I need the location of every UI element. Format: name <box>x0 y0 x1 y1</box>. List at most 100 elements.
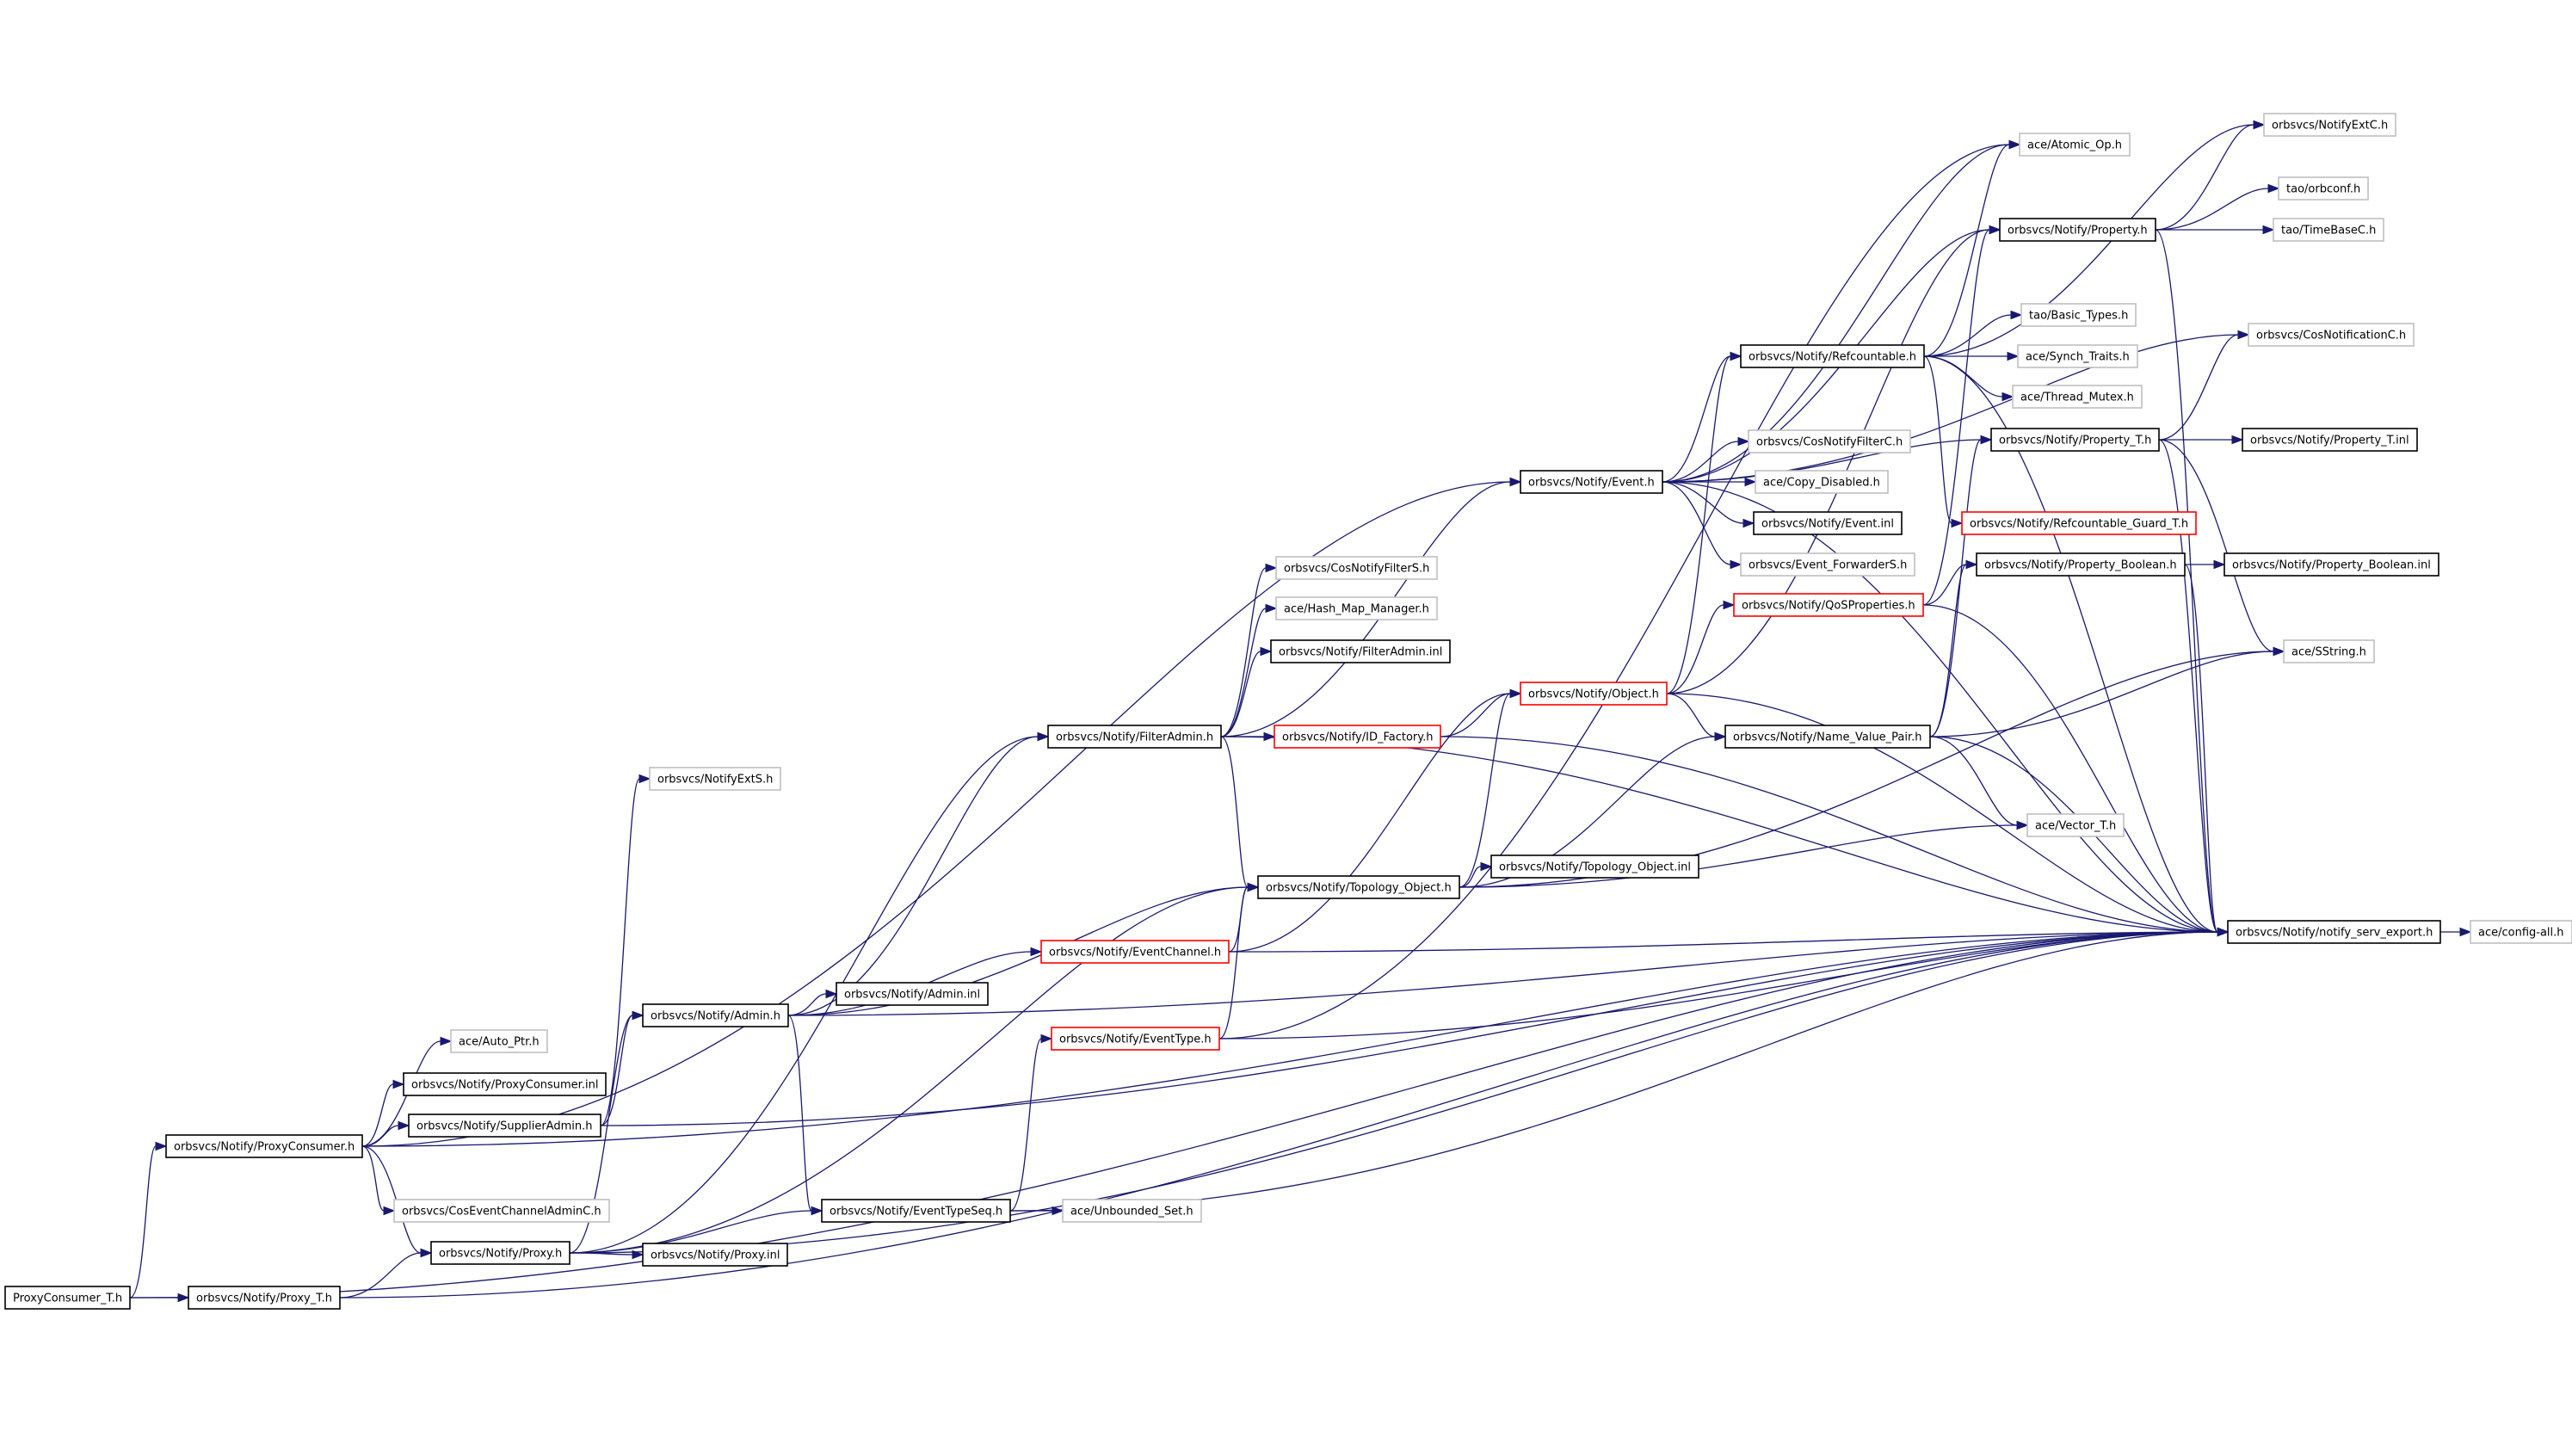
node-n5[interactable]: orbsvcs/Notify/ProxyConsumer.inl <box>403 1072 607 1096</box>
arrowhead <box>638 774 651 784</box>
arrowhead <box>1265 563 1278 573</box>
node-n49[interactable]: ace/config-all.h <box>2470 920 2572 944</box>
node-n45[interactable]: orbsvcs/CosNotificationC.h <box>2248 323 2415 347</box>
arrowhead <box>1265 603 1278 614</box>
node-box <box>2026 813 2125 837</box>
node-n19[interactable]: ace/Unbounded_Set.h <box>1062 1199 1202 1223</box>
edge-n1-n6 <box>361 1125 399 1147</box>
arrowhead <box>1980 435 1993 445</box>
arrowhead <box>1737 436 1750 447</box>
node-box <box>1990 428 2160 452</box>
arrowhead <box>1509 688 1522 699</box>
node-n26[interactable]: orbsvcs/Notify/QoSProperties.h <box>1733 593 1924 617</box>
node-box <box>430 1241 571 1265</box>
node-box <box>1748 429 1911 453</box>
node-n34[interactable]: orbsvcs/Notify/Property.h <box>1999 218 2156 242</box>
node-n23[interactable]: orbsvcs/Notify/ID_Factory.h <box>1274 725 1441 749</box>
node-n17[interactable]: orbsvcs/Notify/FilterAdmin.h <box>1047 725 1222 749</box>
node-n14[interactable]: orbsvcs/Notify/Admin.inl <box>836 982 989 1006</box>
node-n43[interactable]: tao/orbconf.h <box>2278 176 2369 201</box>
node-n46[interactable]: orbsvcs/Notify/Property_T.inl <box>2242 428 2418 452</box>
arrowhead <box>2217 927 2230 937</box>
node-n24[interactable]: orbsvcs/Notify/Object.h <box>1520 682 1668 706</box>
node-box <box>1270 639 1451 663</box>
node-box <box>1740 344 1925 368</box>
node-n0[interactable]: ProxyConsumer_T.h <box>4 1286 131 1310</box>
node-n8[interactable]: orbsvcs/Notify/Proxy.h <box>430 1241 571 1265</box>
node-n33[interactable]: ace/Atomic_Op.h <box>2019 133 2131 157</box>
node-n38[interactable]: orbsvcs/Notify/Property_T.h <box>1990 428 2160 452</box>
node-box <box>2278 176 2369 201</box>
node-n1[interactable]: orbsvcs/Notify/ProxyConsumer.h <box>165 1134 363 1158</box>
arrowhead <box>2010 310 2023 320</box>
node-n18[interactable]: orbsvcs/Notify/Topology_Object.h <box>1257 875 1460 899</box>
edge-n28-n3 <box>1923 355 2218 933</box>
arrowhead <box>2016 820 2029 830</box>
node-n7[interactable]: orbsvcs/CosEventChannelAdminC.h <box>393 1199 610 1223</box>
node-label: orbsvcs/Notify/ProxyConsumer.inl <box>411 1079 598 1092</box>
edge-n9-n33 <box>1662 144 2010 483</box>
edge-n23-n3 <box>1440 736 2218 933</box>
node-n37[interactable]: ace/Thread_Mutex.h <box>2012 385 2143 409</box>
node-n11[interactable]: orbsvcs/Notify/Admin.h <box>642 1003 789 1027</box>
edge-n11-n3 <box>787 931 2218 1016</box>
node-n4[interactable]: ace/Auto_Ptr.h <box>450 1029 548 1053</box>
node-n39[interactable]: orbsvcs/Notify/Refcountable_Guard_T.h <box>1961 511 2197 535</box>
node-box <box>2283 639 2375 663</box>
node-n22[interactable]: orbsvcs/Notify/FilterAdmin.inl <box>1270 639 1451 663</box>
edge-n18-n41 <box>1459 824 2018 888</box>
edge-n17-n20 <box>1220 567 1267 737</box>
node-n9[interactable]: orbsvcs/Notify/Event.h <box>1520 470 1663 494</box>
node-n42[interactable]: orbsvcs/NotifyExtC.h <box>2263 113 2396 137</box>
node-n21[interactable]: ace/Hash_Map_Manager.h <box>1275 596 1438 620</box>
node-n12[interactable]: orbsvcs/Notify/Proxy.inl <box>642 1243 788 1267</box>
node-n6[interactable]: orbsvcs/Notify/SupplierAdmin.h <box>408 1114 601 1138</box>
edge-n23-n24 <box>1440 693 1511 737</box>
node-n41[interactable]: ace/Vector_T.h <box>2026 813 2125 837</box>
edge-n24-n28 <box>1666 355 1731 694</box>
node-n47[interactable]: orbsvcs/Notify/Property_Boolean.inl <box>2224 552 2439 577</box>
node-n20[interactable]: orbsvcs/CosNotifyFilterS.h <box>1275 556 1438 580</box>
node-box <box>642 1003 789 1027</box>
node-box <box>836 982 989 1006</box>
node-n25[interactable]: orbsvcs/Notify/Topology_Object.inl <box>1490 854 1699 879</box>
node-n30[interactable]: ace/Copy_Disabled.h <box>1755 470 1889 494</box>
node-label: orbsvcs/Notify/Property_Boolean.h <box>1984 559 2177 572</box>
node-n31[interactable]: orbsvcs/Notify/Event.inl <box>1753 511 1903 535</box>
arrowhead <box>398 1120 410 1131</box>
node-n36[interactable]: ace/Synch_Traits.h <box>2017 344 2138 368</box>
node-n29[interactable]: orbsvcs/CosNotifyFilterC.h <box>1748 429 1911 453</box>
edge-n13-n16 <box>1009 1038 1042 1212</box>
node-box <box>2470 920 2572 944</box>
node-n3[interactable]: orbsvcs/Notify/notify_serv_export.h <box>2227 920 2441 944</box>
arrowhead <box>811 1206 823 1216</box>
node-n10[interactable]: orbsvcs/NotifyExtS.h <box>649 767 781 791</box>
node-n27[interactable]: orbsvcs/Notify/Name_Value_Pair.h <box>1724 725 1931 749</box>
node-label: orbsvcs/NotifyExtC.h <box>2272 120 2388 133</box>
node-box <box>2263 113 2396 137</box>
node-n13[interactable]: orbsvcs/Notify/EventTypeSeq.h <box>821 1199 1011 1223</box>
node-n16[interactable]: orbsvcs/Notify/EventType.h <box>1051 1027 1220 1051</box>
node-label: ace/Synch_Traits.h <box>2026 351 2130 364</box>
node-box <box>1051 1027 1220 1051</box>
node-n28[interactable]: orbsvcs/Notify/Refcountable.h <box>1740 344 1925 368</box>
node-label: orbsvcs/Notify/Admin.inl <box>844 989 980 1002</box>
node-box <box>2227 920 2441 944</box>
node-n15[interactable]: orbsvcs/Notify/EventChannel.h <box>1040 940 1230 964</box>
node-n32[interactable]: orbsvcs/Event_ForwarderS.h <box>1740 552 1915 577</box>
node-n48[interactable]: ace/SString.h <box>2283 639 2375 663</box>
node-label: orbsvcs/CosEventChannelAdminC.h <box>402 1206 601 1218</box>
arrowhead <box>2273 646 2285 657</box>
edge-n34-n43 <box>2155 188 2269 231</box>
node-label: orbsvcs/Notify/Property.h <box>2008 225 2148 238</box>
node-box <box>165 1134 363 1158</box>
node-n44[interactable]: tao/TimeBaseC.h <box>2273 218 2384 242</box>
node-box <box>2248 323 2415 347</box>
node-n35[interactable]: tao/Basic_Types.h <box>2020 303 2137 327</box>
node-n2[interactable]: orbsvcs/Notify/Proxy_T.h <box>188 1286 341 1310</box>
node-label: orbsvcs/Notify/Event.inl <box>1761 518 1894 531</box>
node-label: orbsvcs/Notify/Topology_Object.inl <box>1499 861 1691 874</box>
edge-n38-n3 <box>2158 439 2218 933</box>
node-n40[interactable]: orbsvcs/Notify/Property_Boolean.h <box>1976 552 2186 577</box>
node-label: orbsvcs/Notify/Name_Value_Pair.h <box>1733 731 1922 744</box>
